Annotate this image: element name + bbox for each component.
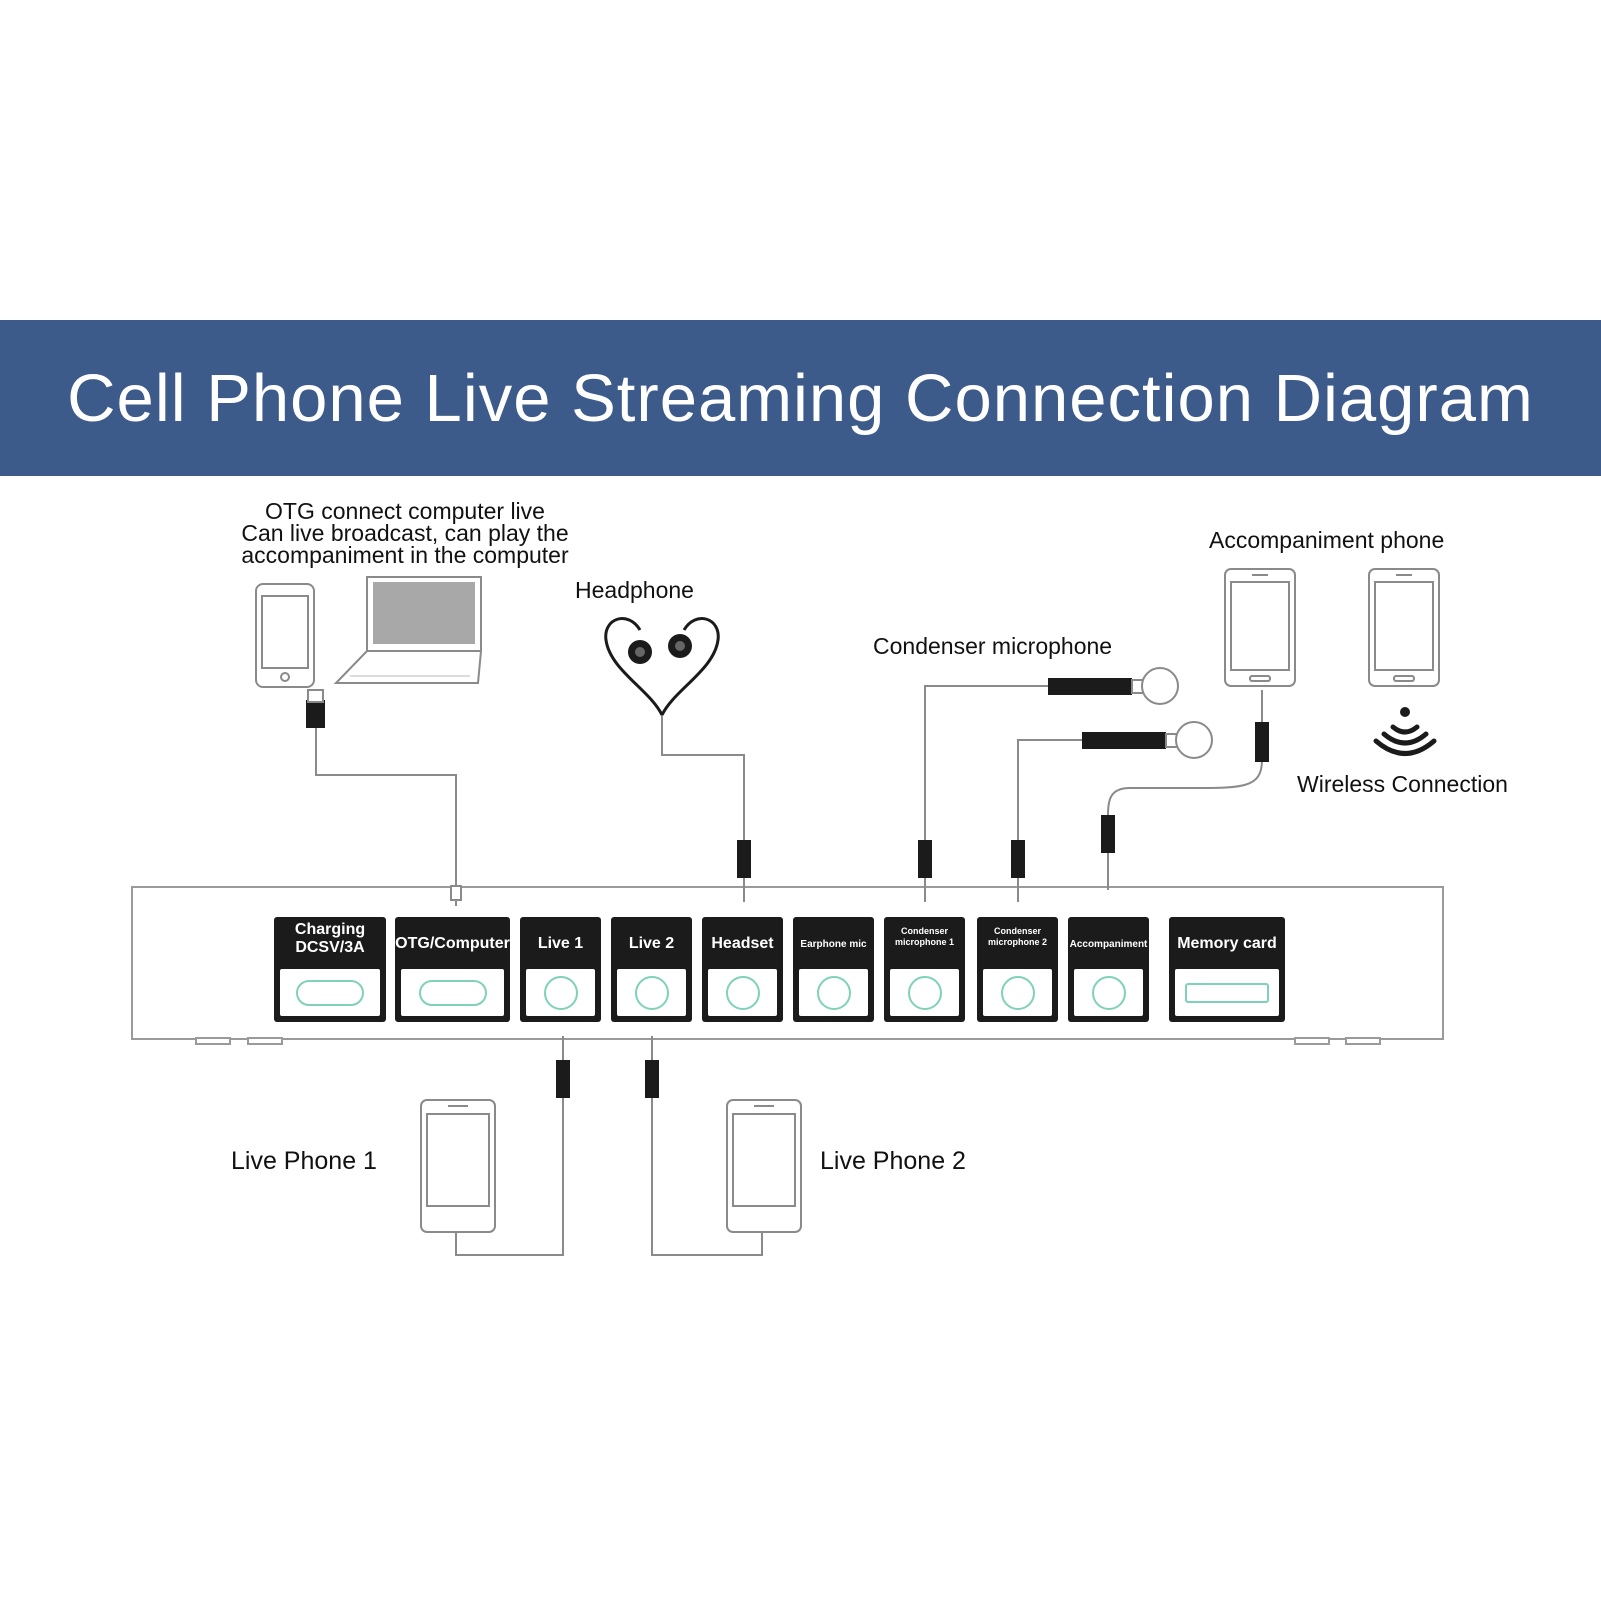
accompaniment-phone-label: Accompaniment phone [1209, 527, 1445, 553]
port-memory-card-label: Memory card [1177, 935, 1277, 952]
port-headset-label: Headset [711, 935, 774, 952]
port-headset: Headset [702, 917, 783, 1022]
memory-card-socket [1175, 969, 1279, 1016]
usb-c-port-icon [296, 979, 364, 1006]
audio-jack-icon [1000, 975, 1035, 1010]
mic2-cable [1017, 739, 1082, 840]
port-live-2: Live 2 [611, 917, 692, 1022]
otg-socket [401, 969, 504, 1016]
live-phone-1-icon [420, 1099, 496, 1233]
live-1-socket [526, 969, 595, 1016]
earphone-mic-socket [799, 969, 868, 1016]
otg-connector-icon [450, 885, 462, 901]
accompaniment-socket [1074, 969, 1143, 1016]
port-memory-card: Memory card [1169, 917, 1285, 1022]
mic2-plug-icon [1011, 840, 1025, 878]
audio-jack-icon [725, 975, 760, 1010]
port-accompaniment-label: Accompaniment [1069, 939, 1148, 950]
live1-plug-icon [556, 1060, 570, 1098]
port-live-2-label: Live 2 [628, 935, 675, 952]
port-condenser-mic-2: Condenser microphone 2 [977, 917, 1058, 1022]
condenser-microphone-label: Condenser microphone [873, 633, 1113, 659]
wireless-icon [1373, 707, 1437, 756]
port-condenser-mic-2-label: Condenser microphone 2 [987, 926, 1047, 947]
port-earphone-mic-label: Earphone mic [800, 939, 867, 950]
charging-socket [280, 969, 380, 1016]
live2-cable [651, 1095, 763, 1256]
headphone-icon [604, 617, 720, 716]
audio-jack-icon [907, 975, 942, 1010]
otg-note-line-3: accompaniment in the computer [241, 542, 569, 568]
condenser-mic-1-icon [1048, 667, 1179, 705]
port-earphone-mic: Earphone mic [793, 917, 874, 1022]
condenser-mic-2-icon [1082, 721, 1213, 759]
port-otg-computer: OTG/Computer [395, 917, 510, 1022]
port-condenser-mic-1-label: Condenser microphone 1 [894, 926, 954, 947]
port-accompaniment: Accompaniment [1068, 917, 1149, 1022]
wireless-connection-label: Wireless Connection [1297, 771, 1508, 797]
live-phone-1-label: Live Phone 1 [231, 1147, 377, 1175]
title-banner: Cell Phone Live Streaming Connection Dia… [0, 320, 1601, 476]
diagram-title: Cell Phone Live Streaming Connection Dia… [67, 360, 1534, 436]
live-2-socket [617, 969, 686, 1016]
port-condenser-mic-1: Condenser microphone 1 [884, 917, 965, 1022]
usb-plug-icon [306, 700, 325, 728]
port-otg-computer-label: OTG/Computer [395, 935, 510, 952]
live2-plug-icon [645, 1060, 659, 1098]
mic1-plug-icon [918, 840, 932, 878]
headphone-label: Headphone [575, 577, 694, 603]
live-phone-2-icon [726, 1099, 802, 1233]
accompaniment-phone-1-icon [1224, 568, 1296, 687]
phone-jack-plug-icon [1255, 722, 1269, 762]
headphone-cable [661, 715, 745, 840]
otg-note: OTG connect computer live Can live broad… [225, 498, 585, 568]
live-phone-2-label: Live Phone 2 [820, 1147, 966, 1175]
laptop-icon [333, 576, 483, 684]
condenser-mic-2-socket [983, 969, 1052, 1016]
otg-phone-icon [255, 583, 315, 688]
audio-jack-icon [543, 975, 578, 1010]
card-slot-icon [1185, 983, 1269, 1003]
otg-cable [315, 728, 457, 888]
port-charging: Charging DCSV/3A [274, 917, 386, 1022]
usb-c-port-icon [418, 979, 487, 1006]
otg-note-line-2: Can live broadcast, can play the [241, 520, 569, 546]
condenser-mic-1-socket [890, 969, 959, 1016]
port-live-1: Live 1 [520, 917, 601, 1022]
accompaniment-cable [1107, 759, 1263, 816]
live1-cable [455, 1095, 564, 1256]
accompaniment-phone-2-icon [1368, 568, 1440, 687]
port-charging-label: Charging DCSV/3A [294, 921, 366, 956]
audio-jack-icon [634, 975, 669, 1010]
headset-socket [708, 969, 777, 1016]
audio-jack-icon [1091, 975, 1126, 1010]
mic1-cable [924, 685, 1048, 840]
audio-jack-icon [816, 975, 851, 1010]
accompaniment-plug-icon [1101, 815, 1115, 853]
port-live-1-label: Live 1 [537, 935, 584, 952]
headset-plug-icon [737, 840, 751, 878]
otg-note-line-1: OTG connect computer live [265, 498, 545, 524]
